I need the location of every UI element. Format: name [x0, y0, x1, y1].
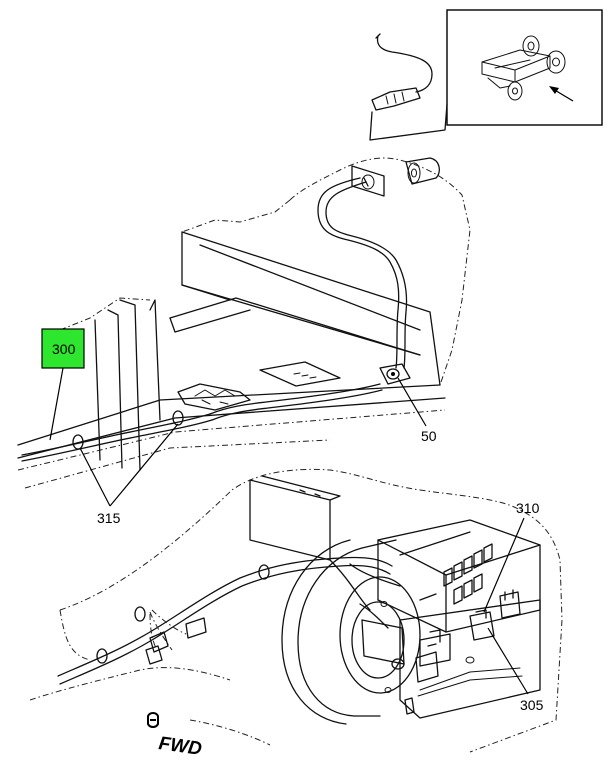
ground-cable — [317, 157, 441, 385]
callout-305-label: 305 — [520, 697, 544, 713]
callout-305[interactable]: 305 — [487, 627, 544, 713]
upper-cab-floor — [17, 157, 471, 489]
fwd-indicator: FWD — [147, 712, 203, 760]
sill-wire — [21, 383, 383, 462]
inset-view — [446, 9, 603, 126]
antenna-cable — [369, 33, 448, 141]
callout-315[interactable]: 315 — [79, 423, 179, 526]
lower-harness — [57, 556, 437, 685]
callout-310-label: 310 — [516, 500, 540, 516]
callout-300-label: 300 — [52, 341, 76, 357]
callout-300[interactable]: 300 — [41, 328, 85, 441]
callout-50-label: 50 — [421, 428, 437, 444]
callout-315-label: 315 — [97, 510, 121, 526]
callout-50[interactable]: 50 — [397, 377, 437, 444]
lower-section — [29, 468, 563, 753]
fwd-label: FWD — [157, 733, 203, 760]
fwd-arrow-icon — [147, 712, 159, 728]
callout-310[interactable]: 310 — [483, 500, 540, 613]
callout-300-highlight — [41, 328, 85, 369]
inset-arrow-icon — [549, 86, 574, 102]
inset-chassis-sketch — [481, 35, 566, 101]
